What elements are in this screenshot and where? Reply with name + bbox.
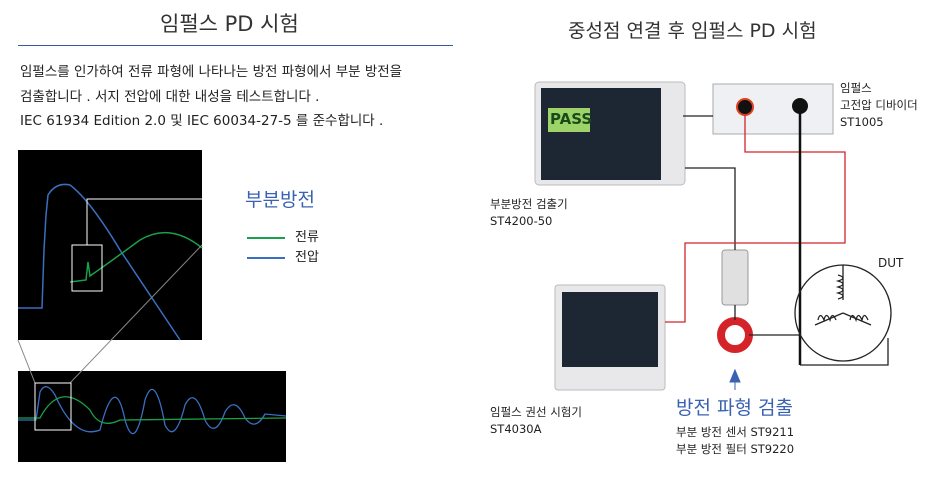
divider-label: 임펄스 고전압 디바이더 ST1005 bbox=[840, 80, 918, 131]
dut-label: DUT bbox=[878, 256, 904, 270]
dut-motor bbox=[794, 264, 892, 362]
description-line: 검출합니다 . 서지 전압에 대한 내성을 테스트합니다 . bbox=[20, 88, 320, 105]
left-title: 임펄스 PD 시험 bbox=[160, 12, 299, 36]
detector-model: ST4200-50 bbox=[490, 214, 553, 228]
divider-name: 임펄스 bbox=[840, 81, 872, 95]
divider-model: ST1005 bbox=[840, 115, 884, 129]
legend-current-label: 전류 bbox=[295, 230, 319, 245]
tester-name: 임펄스 권선 시험기 bbox=[490, 405, 582, 419]
voltage-wave-zoomed bbox=[18, 183, 181, 341]
right-title: 중성점 연결 후 임펄스 PD 시험 bbox=[568, 20, 817, 42]
description: 임펄스를 인가하여 전류 파형에 나타나는 방전 파형에서 부분 방전을 검출합… bbox=[20, 60, 402, 134]
waveform-plot-zoomed bbox=[18, 150, 202, 340]
hv-divider-device bbox=[712, 83, 834, 135]
voltage-wave-full bbox=[18, 386, 287, 434]
waveform-plot-full bbox=[18, 371, 286, 462]
pd-filter bbox=[721, 249, 749, 306]
sensor-name: 부분 방전 센서 ST9211 bbox=[676, 425, 795, 439]
tester-model: ST4030A bbox=[490, 422, 542, 436]
detector-name: 부분방전 검출기 bbox=[490, 197, 568, 211]
legend-voltage-label: 전압 bbox=[295, 250, 319, 265]
pd-sensor bbox=[717, 317, 753, 353]
ps-detector-device bbox=[534, 81, 686, 186]
description-line: 임펄스를 인가하여 전류 파형에 나타나는 방전 파형에서 부분 방전을 bbox=[20, 64, 403, 80]
title-divider bbox=[18, 45, 453, 46]
filter-name: 부분 방전 필터 ST9220 bbox=[676, 442, 795, 456]
connector-line bbox=[17, 339, 36, 384]
impulse-tester-device bbox=[554, 284, 666, 391]
pass-indicator: PASS bbox=[550, 110, 593, 128]
divider-type: 고전압 디바이더 bbox=[840, 98, 918, 112]
pd-callout-label: 부분방전 bbox=[245, 189, 315, 211]
connector-line bbox=[69, 244, 203, 384]
tester-label: 임펄스 권선 시험기 ST4030A bbox=[490, 404, 582, 438]
description-line: IEC 61934 Edition 2.0 및 IEC 60034-27-5 를… bbox=[20, 113, 384, 129]
detector-label: 부분방전 검출기 ST4200-50 bbox=[490, 196, 568, 230]
callout-line bbox=[86, 198, 240, 245]
arrow-up-icon bbox=[729, 368, 741, 390]
sensor-filter-label: 부분 방전 센서 ST9211 부분 방전 필터 ST9220 bbox=[676, 424, 794, 458]
zoom-box-full bbox=[34, 382, 72, 431]
current-wave-zoomed bbox=[69, 231, 203, 283]
detection-label: 방전 파형 검출 bbox=[676, 397, 793, 419]
current-wave-full bbox=[18, 396, 287, 424]
